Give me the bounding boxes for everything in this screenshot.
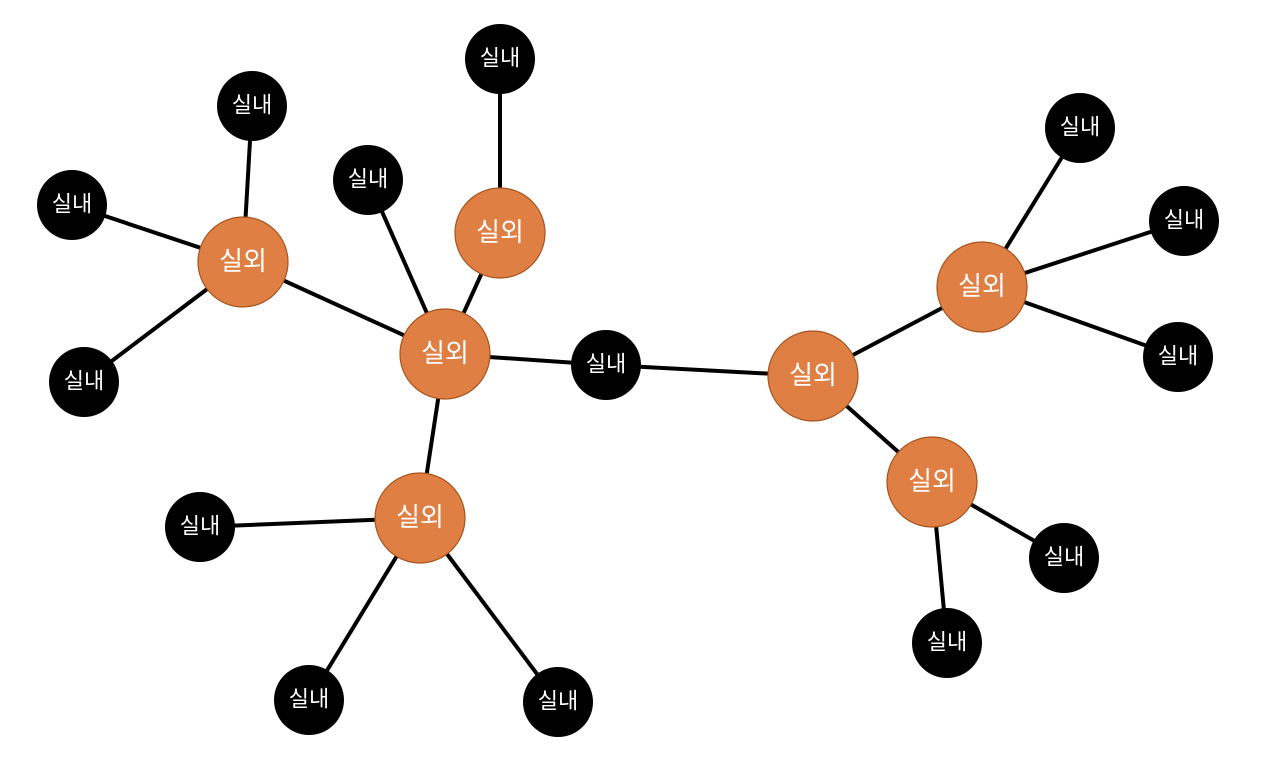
node-circle [49,347,119,417]
node-label: 실내 [180,515,220,540]
node-outdoor-o6: 실외 [936,241,1028,333]
node-indoor-i8: 실내 [274,665,344,735]
node-circle [912,608,982,678]
node-label: 실내 [52,193,92,218]
node-label: 실내 [1158,345,1198,370]
node-outdoor-o2: 실외 [399,308,491,400]
node-indoor-i9: 실내 [523,667,593,737]
node-circle [1143,322,1213,392]
node-label: 실내 [1044,546,1084,571]
node-circle [454,187,546,279]
node-outdoor-o5: 실외 [767,330,859,422]
node-circle [465,24,535,94]
node-label: 실내 [927,631,967,656]
node-indoor-i10: 실내 [1045,93,1115,163]
node-label: 실외 [476,218,524,248]
node-circle [274,665,344,735]
node-circle [333,145,403,215]
node-indoor-i13: 실내 [1029,523,1099,593]
node-label: 실내 [586,353,626,378]
node-outdoor-o1: 실외 [197,216,289,308]
node-circle [571,330,641,400]
node-label: 실내 [538,690,578,715]
node-indoor-i3: 실내 [49,347,119,417]
node-label: 실외 [789,361,837,391]
node-indoor-i1: 실내 [217,71,287,141]
node-circle [886,436,978,528]
node-circle [1045,93,1115,163]
node-circle [1029,523,1099,593]
node-label: 실내 [64,370,104,395]
node-label: 실내 [289,688,329,713]
node-label: 실내 [1164,209,1204,234]
node-label: 실내 [1060,116,1100,141]
node-indoor-i7: 실내 [165,492,235,562]
node-circle [1149,186,1219,256]
node-outdoor-o4: 실외 [374,472,466,564]
node-circle [37,170,107,240]
node-circle [197,216,289,308]
node-outdoor-o7: 실외 [886,436,978,528]
node-label: 실내 [480,47,520,72]
node-label: 실내 [348,168,388,193]
node-label: 실외 [396,503,444,533]
node-label: 실외 [219,247,267,277]
node-indoor-i4: 실내 [333,145,403,215]
node-label: 실외 [908,467,956,497]
node-label: 실내 [232,94,272,119]
node-indoor-i11: 실내 [1149,186,1219,256]
node-label: 실외 [958,272,1006,302]
node-indoor-i12: 실내 [1143,322,1213,392]
node-circle [767,330,859,422]
node-indoor-i14: 실내 [912,608,982,678]
node-circle [165,492,235,562]
node-indoor-i2: 실내 [37,170,107,240]
node-label: 실외 [421,339,469,369]
node-circle [936,241,1028,333]
node-indoor-i6: 실내 [571,330,641,400]
node-circle [217,71,287,141]
node-circle [399,308,491,400]
node-outdoor-o3: 실외 [454,187,546,279]
node-circle [374,472,466,564]
node-circle [523,667,593,737]
node-indoor-i5: 실내 [465,24,535,94]
